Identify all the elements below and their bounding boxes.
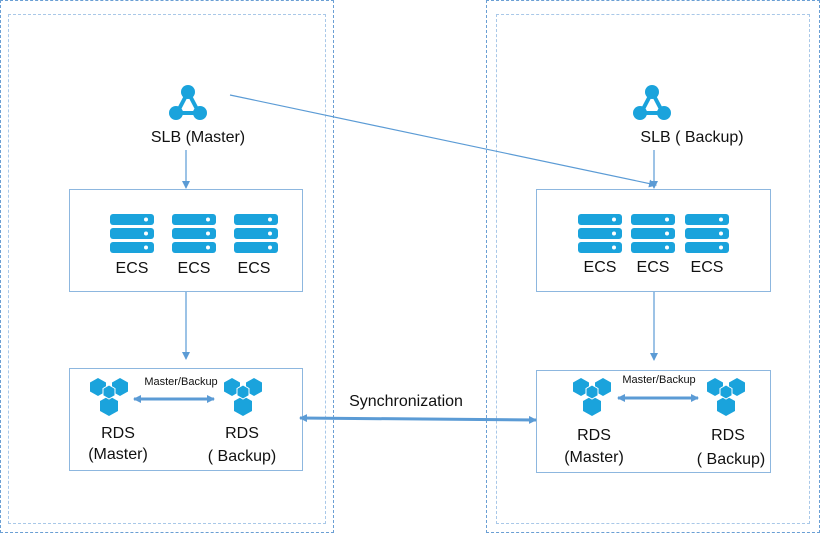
arrow-cross-slb [229,94,657,188]
right-slb-label: SLB ( Backup) [640,129,744,146]
right-rds-backup-line2: ( Backup) [696,451,766,468]
right-rds-link-label: Master/Backup [622,374,696,386]
server-icon [172,214,216,253]
left-ecs-group [69,189,303,292]
server-icon [685,214,729,253]
left-slb-label: SLB (Master) [150,129,246,146]
rds-icon [573,378,611,416]
left-zone-inner [8,14,326,524]
right-ecs-label-1: ECS [583,259,617,276]
arrow-synchronization [299,414,537,424]
right-rds-master-line2: (Master) [564,449,624,466]
server-icon [110,214,154,253]
right-zone-inner [496,14,810,524]
left-rds-link-label: Master/Backup [144,376,218,388]
right-ecs-label-3: ECS [690,259,724,276]
right-rds-master-line1: RDS [577,427,611,444]
right-ecs-label-2: ECS [636,259,670,276]
synchronization-label: Synchronization [349,393,463,410]
rds-icon [224,378,262,416]
left-ecs-label-2: ECS [177,260,211,277]
left-rds-backup-line2: ( Backup) [207,448,277,465]
left-ecs-label-3: ECS [237,260,271,277]
right-rds-backup-line1: RDS [711,427,745,444]
slb-icon [169,85,207,120]
rds-icon [707,378,745,416]
left-rds-master-line1: RDS [101,425,135,442]
server-icon [234,214,278,253]
left-rds-backup-line1: RDS [225,425,259,442]
rds-icon [90,378,128,416]
left-rds-master-line2: (Master) [88,446,148,463]
server-icon [578,214,622,253]
slb-icon [633,85,671,120]
left-ecs-label-1: ECS [115,260,149,277]
right-ecs-group [536,189,771,292]
server-icon [631,214,675,253]
